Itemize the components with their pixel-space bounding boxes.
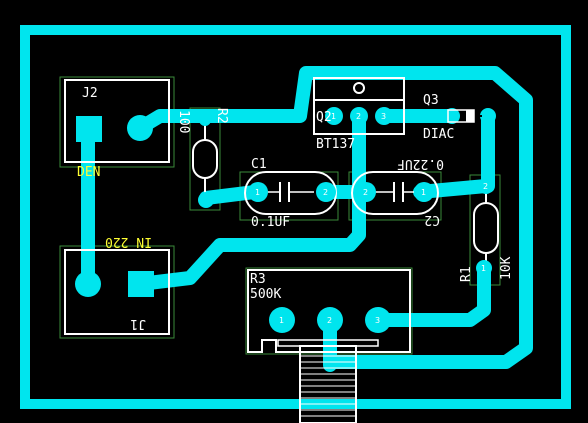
q3-ref: Q3 bbox=[423, 93, 439, 108]
q3-pad-right bbox=[480, 108, 496, 124]
c2-pad-1 bbox=[414, 182, 434, 202]
q2-value: BT137 bbox=[316, 137, 355, 152]
j1-label: IN 220 bbox=[105, 234, 152, 249]
r2-ref: R2 bbox=[214, 108, 229, 124]
r1-pad-1-number: 1 bbox=[481, 264, 486, 273]
c2-pad-2-number: 2 bbox=[363, 188, 368, 197]
j2-label: DEN bbox=[77, 165, 100, 180]
c2-pad-2 bbox=[356, 182, 376, 202]
r3-pad-2 bbox=[317, 307, 343, 333]
r1-ref: R1 bbox=[459, 266, 474, 282]
c2-ref: C2 bbox=[424, 212, 440, 227]
j2-pad-round bbox=[127, 115, 153, 141]
trace-q2-to-c2 bbox=[133, 109, 366, 291]
r3-outline bbox=[247, 269, 411, 353]
c1-pad-1 bbox=[248, 182, 268, 202]
q2-tab-hole bbox=[353, 82, 365, 94]
r1-pad-2 bbox=[478, 178, 494, 194]
c1-pad-2 bbox=[316, 182, 336, 202]
traces bbox=[81, 66, 533, 372]
j2-pad-square bbox=[76, 116, 102, 142]
board-outline-trace bbox=[20, 25, 571, 409]
r3-pad-1 bbox=[269, 307, 295, 333]
r3-pad-1-number: 1 bbox=[279, 316, 284, 325]
c2-outline bbox=[351, 171, 439, 215]
r3-value: 500K bbox=[250, 287, 281, 302]
q3-value: DIAC bbox=[423, 127, 454, 142]
c1-pad-1-number: 1 bbox=[255, 188, 260, 197]
c2-pad-1-number: 1 bbox=[421, 188, 426, 197]
j2-ref: J2 bbox=[82, 86, 98, 101]
q2-outline bbox=[313, 77, 405, 135]
r1-body bbox=[473, 202, 499, 254]
r3-pad-3-number: 3 bbox=[375, 316, 380, 325]
q2-pad-2-number: 2 bbox=[356, 112, 361, 121]
q2-pad-3 bbox=[375, 107, 393, 125]
r2-pad-top bbox=[199, 114, 211, 126]
j1-pad-round bbox=[75, 271, 101, 297]
r3-pad-2-number: 2 bbox=[327, 316, 332, 325]
q2-ref: Q2 bbox=[316, 110, 332, 125]
r1-value: 10K bbox=[499, 256, 514, 280]
j1-ref: J1 bbox=[130, 316, 146, 331]
q3-band bbox=[466, 110, 474, 122]
r3-ref: R3 bbox=[250, 272, 266, 287]
trace-r2-to-c1 bbox=[199, 185, 262, 205]
r1-pad-1 bbox=[476, 260, 492, 276]
j2-outline bbox=[64, 79, 170, 163]
c1-ref: C1 bbox=[251, 157, 267, 172]
c2-value: 0.22UF bbox=[397, 156, 444, 171]
q2-pad-2 bbox=[350, 107, 368, 125]
c1-value: 0.1UF bbox=[251, 215, 290, 230]
j1-outline bbox=[64, 249, 170, 335]
j1-pad-square bbox=[128, 271, 154, 297]
r2-pad-bottom bbox=[198, 192, 214, 208]
r3-shaft bbox=[299, 345, 357, 423]
q2-pad-1-number: 1 bbox=[331, 112, 336, 121]
r2-body bbox=[192, 139, 218, 179]
r3-pad-3 bbox=[365, 307, 391, 333]
c1-outline bbox=[244, 171, 337, 215]
r1-pad-2-number: 2 bbox=[483, 182, 488, 191]
trace-r1-to-r3 bbox=[371, 261, 491, 327]
c1-pad-2-number: 2 bbox=[323, 188, 328, 197]
q2-pad-1 bbox=[325, 107, 343, 125]
q2-pad-3-number: 3 bbox=[381, 112, 386, 121]
r2-value: 100 bbox=[176, 110, 191, 133]
